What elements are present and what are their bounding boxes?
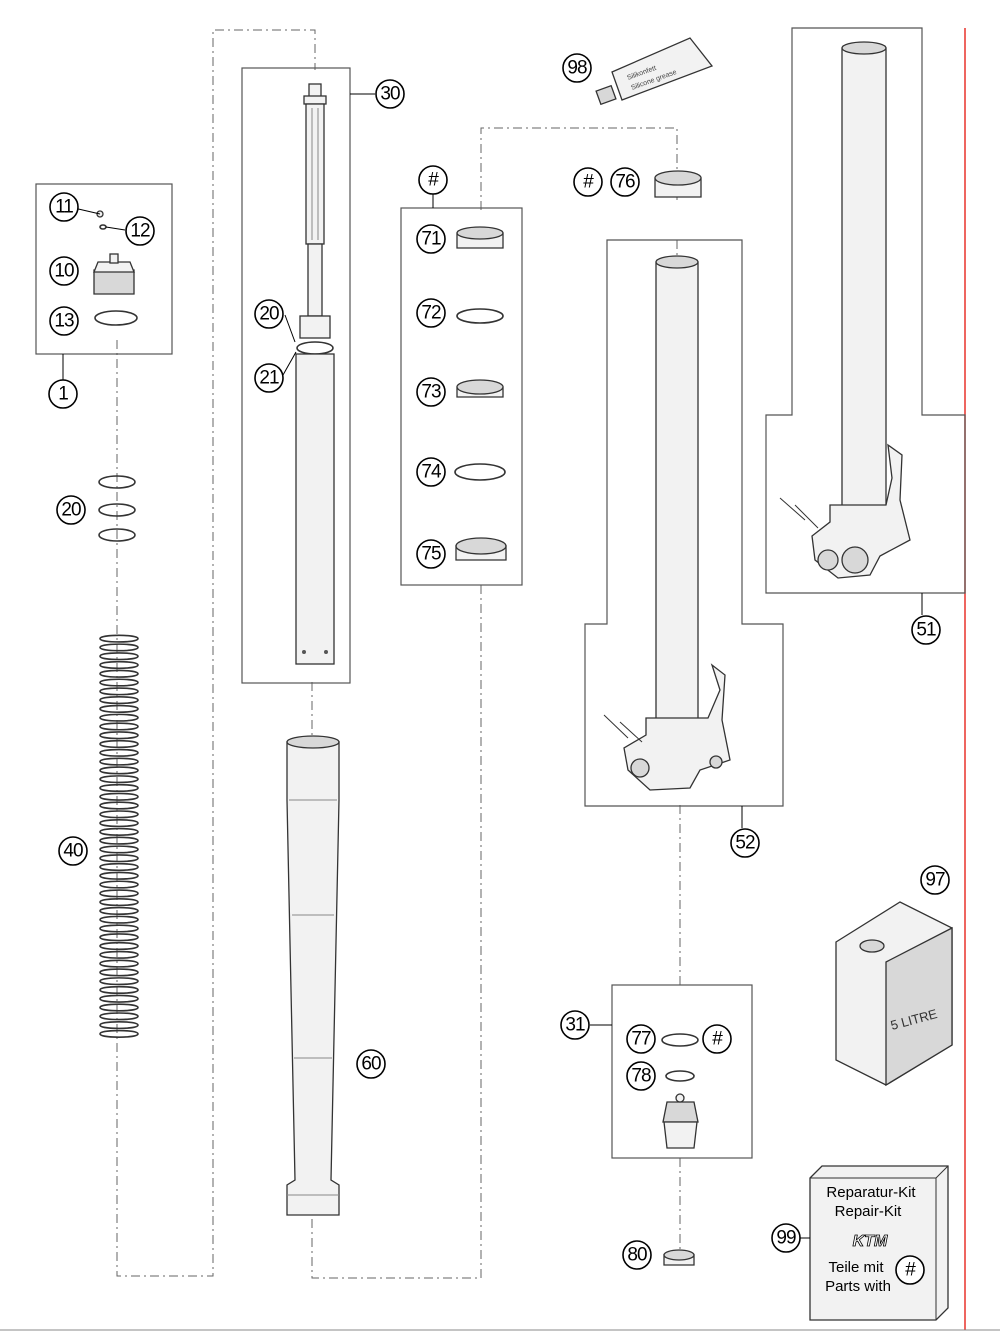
- box-part-1: [35, 183, 173, 355]
- ktm-logo: KTM: [853, 1233, 888, 1250]
- svg-text:20: 20: [61, 500, 81, 521]
- part-12-washer: [99, 224, 107, 230]
- callout-72: 72: [416, 298, 446, 328]
- svg-text:#: #: [712, 1029, 723, 1050]
- box-part-52: [584, 239, 784, 807]
- svg-text:80: 80: [627, 1245, 647, 1266]
- svg-text:#: #: [428, 170, 439, 191]
- svg-text:13: 13: [54, 311, 74, 332]
- callout-74: 74: [416, 457, 446, 487]
- box-part-31: [611, 984, 753, 1159]
- box-part-51: [765, 27, 966, 594]
- svg-text:21: 21: [259, 368, 279, 389]
- svg-text:10: 10: [54, 261, 74, 282]
- outer-tube-60: [286, 735, 340, 1216]
- callout-78: 78: [626, 1061, 656, 1091]
- svg-text:73: 73: [421, 382, 441, 403]
- valve-31-parts: [661, 1033, 699, 1149]
- svg-text:75: 75: [421, 544, 441, 565]
- callout-73: 73: [416, 377, 446, 407]
- callout-40: 40: [58, 836, 88, 866]
- box-part-30: [241, 67, 351, 684]
- callout-97: 97: [920, 865, 950, 895]
- callout-hash-kit-box: #: [895, 1255, 925, 1285]
- callout-71: 71: [416, 224, 446, 254]
- callout-75: 75: [416, 539, 446, 569]
- fork-leg-52: [603, 255, 731, 791]
- svg-text:12: 12: [130, 221, 150, 242]
- svg-text:97: 97: [925, 870, 945, 891]
- svg-text:72: 72: [421, 303, 441, 324]
- repair-kit-line2: Repair-Kit: [835, 1203, 903, 1220]
- box-seal-kit: [400, 207, 523, 586]
- shims-20: [98, 475, 136, 542]
- svg-text:78: 78: [631, 1066, 651, 1087]
- svg-text:52: 52: [735, 833, 755, 854]
- callout-98: 98: [562, 53, 592, 83]
- callout-60: 60: [356, 1049, 386, 1079]
- part-80: [663, 1249, 695, 1266]
- callout-77: 77: [626, 1024, 656, 1054]
- repair-kit-line4: Parts with: [825, 1278, 891, 1295]
- callout-21: 21: [254, 363, 284, 393]
- callout-20-shims: 20: [56, 495, 86, 525]
- oil-can: 5 LITRE: [835, 901, 953, 1087]
- svg-text:1: 1: [58, 384, 68, 405]
- svg-text:31: 31: [565, 1015, 585, 1036]
- callout-52: 52: [730, 828, 760, 858]
- callout-12: 12: [125, 216, 155, 246]
- callout-1: 1: [48, 379, 78, 409]
- svg-text:#: #: [583, 172, 594, 193]
- svg-text:98: 98: [567, 58, 587, 79]
- part-13-o-ring: [94, 310, 138, 326]
- part-10-cap: [93, 269, 135, 295]
- bushing-76: [654, 170, 702, 198]
- callout-51: 51: [911, 615, 941, 645]
- callout-leaders: [62, 93, 923, 1239]
- seal-kit-parts: [454, 226, 507, 561]
- callout-80: 80: [622, 1240, 652, 1270]
- callout-hash-77: #: [702, 1024, 732, 1054]
- callout-11: 11: [49, 192, 79, 222]
- grease-tube: Silikonfett Silicone grease: [595, 37, 714, 106]
- fork-cap-assembly: [73, 207, 138, 326]
- svg-text:99: 99: [776, 1228, 796, 1249]
- svg-text:77: 77: [631, 1029, 651, 1050]
- callout-76: 76: [610, 167, 640, 197]
- svg-text:60: 60: [361, 1054, 381, 1075]
- svg-text:51: 51: [916, 620, 936, 641]
- svg-text:30: 30: [380, 84, 400, 105]
- fork-leg-51: [779, 41, 911, 579]
- assembly-lines: [116, 29, 681, 1279]
- svg-text:20: 20: [259, 304, 279, 325]
- callout-hash-76: #: [573, 167, 603, 197]
- callout-20-cartridge: 20: [254, 299, 284, 329]
- repair-kit-line1: Reparatur-Kit: [826, 1184, 916, 1201]
- spring-40: [99, 634, 139, 1038]
- callout-hash-kit-top: #: [418, 165, 448, 195]
- cartridge-30: [282, 83, 335, 665]
- callout-13: 13: [49, 306, 79, 336]
- svg-text:76: 76: [615, 172, 635, 193]
- repair-kit-line3: Teile mit: [828, 1259, 884, 1276]
- callout-99: 99: [771, 1223, 801, 1253]
- callout-10: 10: [49, 256, 79, 286]
- callout-31: 31: [560, 1010, 590, 1040]
- svg-text:40: 40: [63, 841, 83, 862]
- repair-kit-box: Reparatur-Kit Repair-Kit KTM Teile mit P…: [809, 1165, 949, 1321]
- svg-text:11: 11: [55, 197, 73, 218]
- svg-text:71: 71: [421, 229, 441, 250]
- svg-text:#: #: [905, 1260, 916, 1281]
- callout-30: 30: [375, 79, 405, 109]
- svg-text:74: 74: [421, 462, 442, 483]
